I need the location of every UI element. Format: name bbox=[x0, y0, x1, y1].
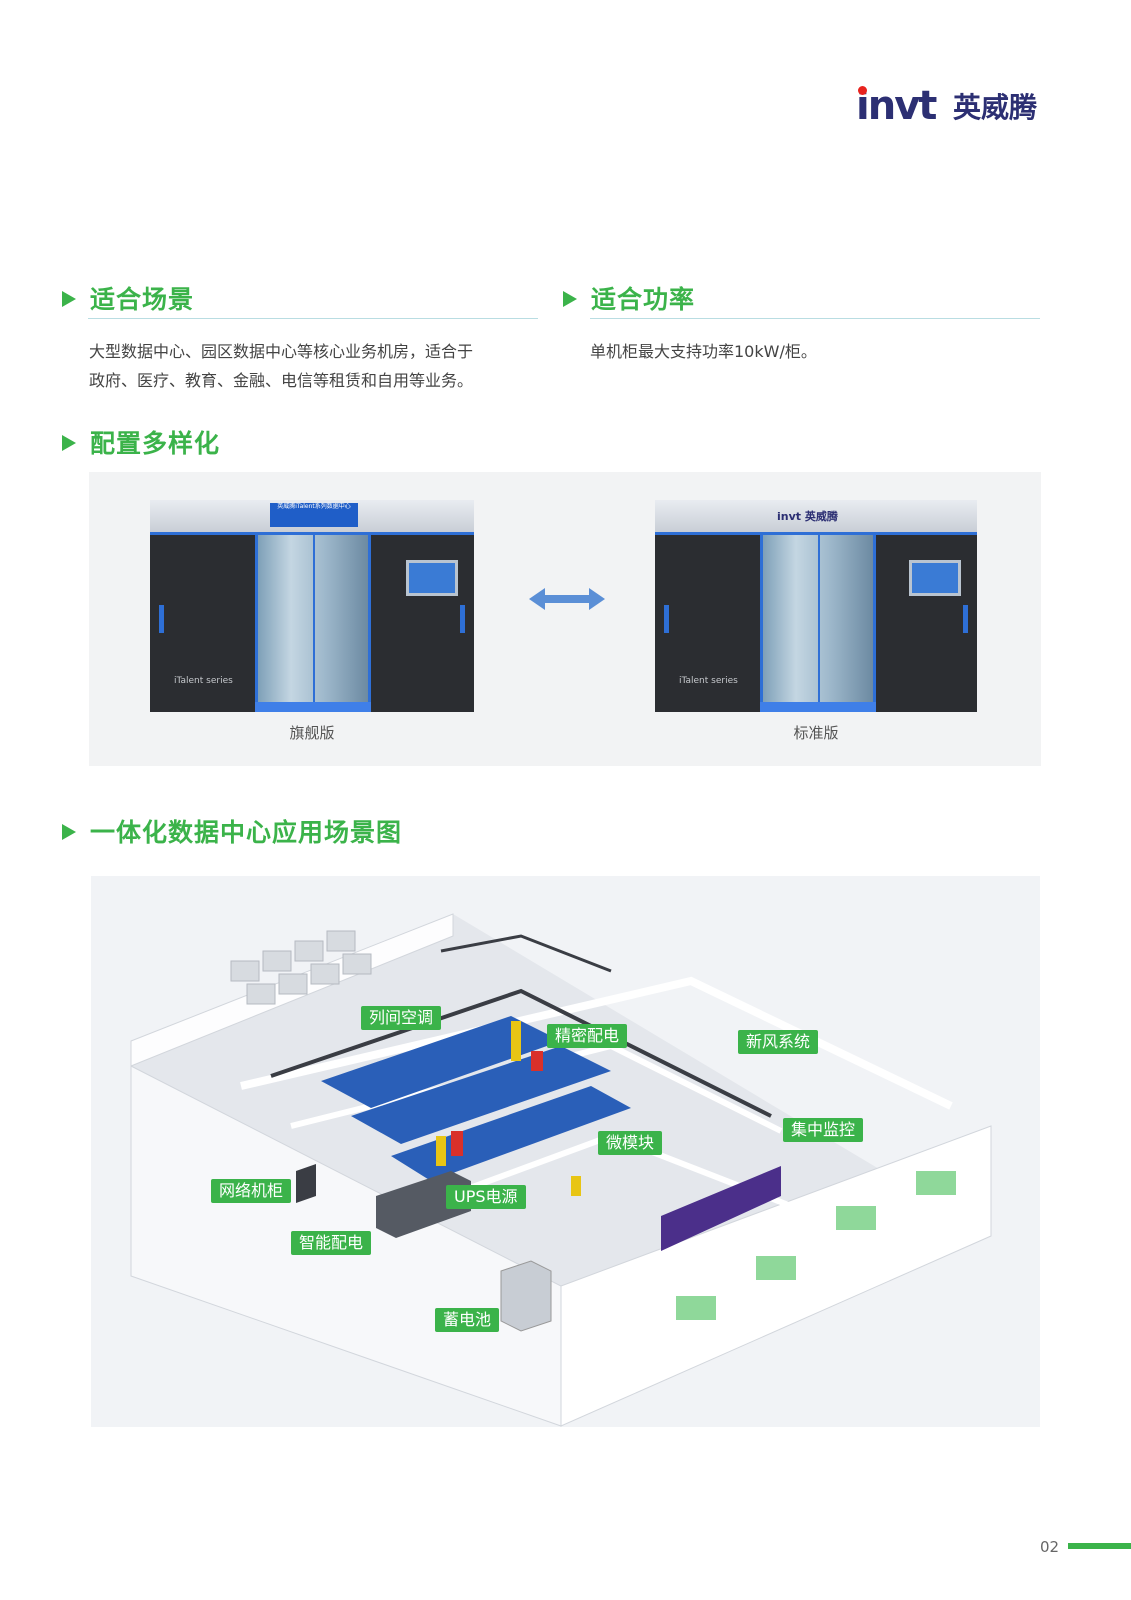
page-number-bar bbox=[1068, 1543, 1131, 1549]
standard-caption: 标准版 bbox=[793, 724, 839, 742]
isometric-building bbox=[130, 913, 992, 1427]
scene-line-2: 政府、医疗、教育、金融、电信等租赁和自用等业务。 bbox=[89, 371, 474, 390]
section-title: 适合场景 bbox=[90, 285, 195, 314]
logo-dot bbox=[858, 86, 867, 95]
divider bbox=[88, 318, 538, 319]
divider bbox=[590, 318, 1040, 319]
triangle-bullet-icon bbox=[62, 291, 76, 307]
label-fresh-air: 新风系统 bbox=[738, 1030, 819, 1054]
label-ups: UPS电源 bbox=[446, 1185, 526, 1209]
invt-logo: invt 英威腾 bbox=[856, 82, 1046, 130]
label-smart-pdu: 智能配电 bbox=[291, 1231, 372, 1255]
flagship-caption: 旗舰版 bbox=[289, 724, 335, 742]
data-center-scene-illustration: 列间空调 精密配电 新风系统 微模块 集中监控 网络机柜 UPS电源 智能配电 … bbox=[91, 876, 1040, 1427]
cabinet-brand: invt 英威腾 bbox=[777, 510, 838, 523]
label-row-ac: 列间空调 bbox=[361, 1006, 442, 1030]
label-precision-pdu: 精密配电 bbox=[547, 1024, 628, 1048]
glass-door bbox=[760, 535, 876, 712]
touch-screen bbox=[909, 560, 961, 596]
double-arrow-icon bbox=[529, 588, 605, 610]
section-title: 配置多样化 bbox=[90, 429, 221, 458]
triangle-bullet-icon bbox=[563, 291, 577, 307]
logo-text-en: invt bbox=[856, 83, 937, 129]
section-title: 一体化数据中心应用场景图 bbox=[90, 818, 403, 847]
section-heading-config: 配置多样化 bbox=[62, 426, 462, 462]
flagship-cabinet-image: 英威腾iTalent系列数据中心 iTalent series bbox=[150, 500, 474, 712]
section-heading-scene: 适合场景 bbox=[62, 282, 462, 318]
scene-description: 大型数据中心、园区数据中心等核心业务机房，适合于 政府、医疗、教育、金融、电信等… bbox=[89, 337, 539, 395]
page-number: 02 bbox=[1040, 1538, 1060, 1556]
triangle-bullet-icon bbox=[62, 435, 76, 451]
series-label: iTalent series bbox=[679, 676, 738, 686]
touch-screen bbox=[406, 560, 458, 596]
cabinet-sign: 英威腾iTalent系列数据中心 bbox=[270, 503, 358, 527]
triangle-bullet-icon bbox=[62, 824, 76, 840]
label-network-cabinet: 网络机柜 bbox=[211, 1179, 292, 1203]
series-label: iTalent series bbox=[174, 676, 233, 686]
section-heading-power: 适合功率 bbox=[563, 282, 963, 318]
label-monitoring: 集中监控 bbox=[783, 1118, 864, 1142]
label-micro-module: 微模块 bbox=[598, 1131, 663, 1155]
label-battery: 蓄电池 bbox=[435, 1308, 500, 1332]
section-title: 适合功率 bbox=[591, 285, 696, 314]
logo-text-cn: 英威腾 bbox=[953, 91, 1038, 124]
section-heading-app: 一体化数据中心应用场景图 bbox=[62, 815, 562, 851]
power-description: 单机柜最大支持功率10kW/柜。 bbox=[590, 342, 817, 361]
config-panel: 英威腾iTalent系列数据中心 iTalent series 旗舰版 invt… bbox=[89, 472, 1041, 766]
glass-door bbox=[255, 535, 371, 712]
standard-cabinet-image: invt 英威腾 iTalent series bbox=[655, 500, 977, 712]
scene-line-1: 大型数据中心、园区数据中心等核心业务机房，适合于 bbox=[89, 342, 474, 361]
